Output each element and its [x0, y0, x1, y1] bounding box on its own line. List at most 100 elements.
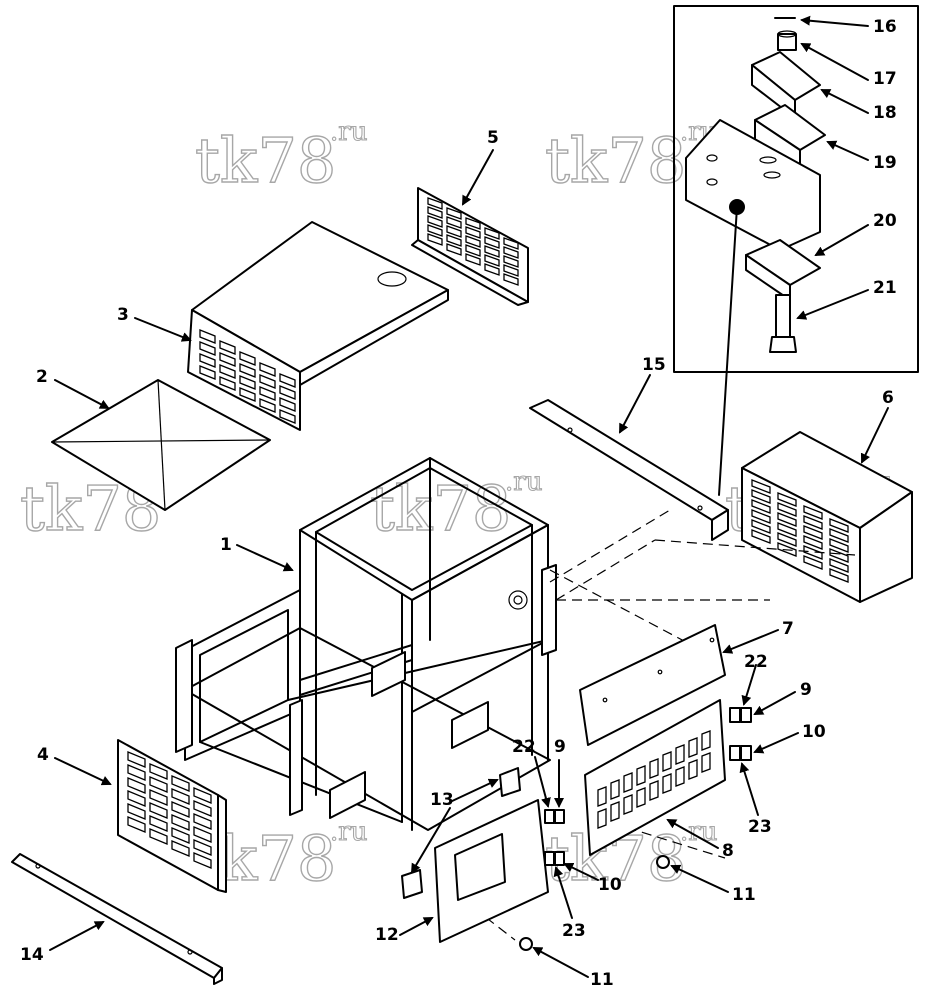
vent-slot: [199, 329, 216, 344]
vent-slot: [127, 751, 146, 768]
vent-slot: [484, 245, 500, 258]
callout-23: 23: [748, 817, 772, 837]
vent-slot: [803, 525, 823, 540]
callout-9b: 9: [554, 737, 566, 757]
part-8-vent-slots: [597, 730, 711, 829]
vent-slot: [484, 227, 500, 240]
vent-slot: [171, 775, 190, 792]
watermark-suffix: .ru: [680, 817, 717, 847]
vent-slot: [803, 505, 823, 520]
vent-slot: [484, 236, 500, 249]
vent-slot: [199, 353, 216, 368]
vent-slot: [149, 763, 168, 780]
vent-slot: [149, 789, 168, 806]
watermark-suffix: .ru: [505, 467, 542, 497]
vent-slot: [427, 197, 443, 210]
vent-slot: [279, 385, 296, 400]
vent-slot: [193, 813, 212, 830]
part-7-plate: [579, 624, 726, 746]
vent-slot: [259, 374, 276, 389]
vent-slot: [219, 376, 236, 391]
vent-slot: [446, 243, 462, 256]
callout-4: 4: [37, 745, 49, 765]
callout-18: 18: [873, 103, 897, 123]
vent-slot: [829, 548, 849, 563]
part-6-side-box: [741, 431, 913, 603]
callout-15: 15: [642, 355, 666, 375]
callout-2: 2: [36, 367, 48, 387]
inset-detail: [673, 5, 919, 496]
callout-11: 11: [732, 885, 756, 905]
vent-slot: [199, 341, 216, 356]
part-3-vent-slots: [199, 329, 296, 424]
vent-slot: [427, 206, 443, 219]
part-5-grille: [411, 187, 529, 306]
vent-slot: [149, 802, 168, 819]
vent-slot: [777, 492, 797, 507]
vent-slot: [829, 538, 849, 553]
vent-slot: [427, 233, 443, 246]
vent-slot: [446, 234, 462, 247]
vent-slot: [149, 815, 168, 832]
watermark-suffix: .ru: [330, 117, 367, 147]
vent-slot: [171, 788, 190, 805]
vent-slot: [465, 235, 481, 248]
vent-slot: [675, 744, 685, 765]
vent-slot: [751, 529, 771, 544]
vent-slot: [239, 375, 256, 390]
part-3-top-cover: [187, 221, 449, 431]
callout-17: 17: [873, 69, 897, 89]
vent-slot: [193, 787, 212, 804]
vent-slot: [829, 558, 849, 573]
vent-slot: [503, 255, 519, 268]
vent-slot: [623, 794, 633, 815]
vent-slot: [279, 397, 296, 412]
part-4-vent-slots: [127, 751, 212, 869]
vent-slot: [279, 373, 296, 388]
vent-slot: [503, 237, 519, 250]
vent-slot: [219, 364, 236, 379]
callout-23b: 23: [562, 921, 586, 941]
callout-1: 1: [220, 535, 232, 555]
vent-slot: [636, 787, 646, 808]
watermark-text: tk78: [545, 124, 686, 197]
vent-slot: [239, 387, 256, 402]
callout-10: 10: [802, 722, 826, 742]
vent-slot: [446, 216, 462, 229]
vent-slot: [803, 555, 823, 570]
vent-slot: [803, 545, 823, 560]
vent-slot: [127, 803, 146, 820]
vent-slot: [239, 363, 256, 378]
vent-slot: [127, 764, 146, 781]
vent-slot: [127, 790, 146, 807]
callout-9: 9: [800, 680, 812, 700]
vent-slot: [171, 840, 190, 857]
vent-slot: [751, 479, 771, 494]
vent-slot: [701, 752, 711, 773]
vent-slot: [597, 786, 607, 807]
vent-slot: [259, 362, 276, 377]
part-15-bar: [529, 399, 729, 541]
watermark-text: tk78: [195, 124, 336, 197]
vent-slot: [239, 351, 256, 366]
watermark-text: tk78: [370, 472, 511, 545]
callout-11b: 11: [590, 970, 614, 990]
vent-slot: [484, 254, 500, 267]
part-4-side-grille: [117, 739, 227, 893]
vent-slot: [427, 224, 443, 237]
vent-slot: [662, 751, 672, 772]
vent-slot: [649, 758, 659, 779]
vent-slot: [427, 215, 443, 228]
vent-slot: [199, 365, 216, 380]
vent-slot: [127, 777, 146, 794]
vent-slot: [803, 535, 823, 550]
vent-slot: [688, 737, 698, 758]
vent-slot: [751, 499, 771, 514]
callout-13: 13: [430, 790, 454, 810]
vent-slot: [219, 352, 236, 367]
callout-22b: 22: [512, 737, 536, 757]
callout-6: 6: [882, 388, 894, 408]
vent-slot: [610, 779, 620, 800]
vent-slot: [193, 852, 212, 869]
